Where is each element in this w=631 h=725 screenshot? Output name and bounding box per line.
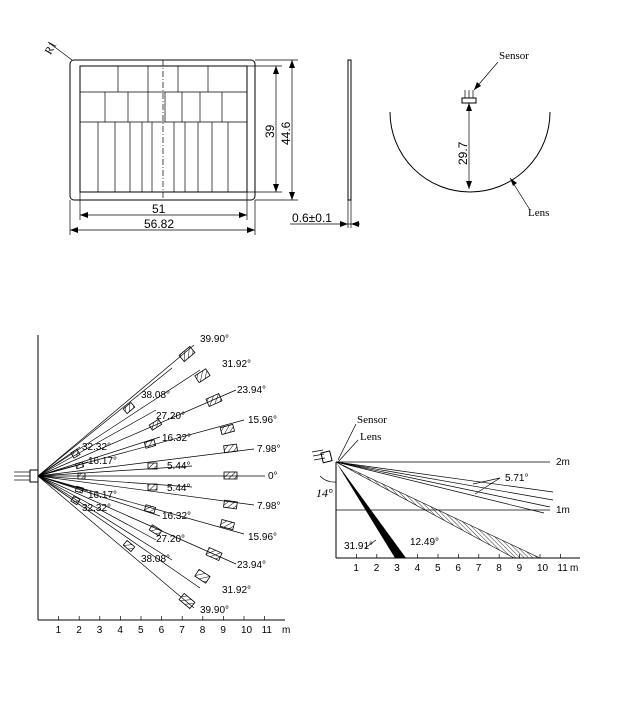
x-tick-label: 8 — [200, 625, 206, 636]
angle-label: 32.32° — [82, 442, 111, 453]
x-tick-label: 11 — [557, 563, 568, 574]
x-tick-label: 1 — [353, 563, 359, 574]
x-tick-label: 10 — [241, 625, 253, 636]
thickness-dimension: 0.6±0.1 — [292, 211, 332, 225]
x-tick-label: 11 — [262, 625, 273, 636]
x-tick-label: 6 — [455, 563, 461, 574]
side-sensor-label: Sensor — [357, 414, 387, 426]
angle-label: 32.32° — [82, 503, 111, 514]
angle-label: 39.90° — [200, 334, 229, 345]
angle-label: 38.08° — [141, 554, 170, 565]
width-outer-dimension: 56.82 — [144, 217, 174, 231]
mid-angle-label: 12.49° — [410, 537, 439, 548]
angle-label: 7.98° — [257, 501, 280, 512]
tilt-angle-label: 14° — [316, 486, 333, 500]
x-tick-label: 7 — [476, 563, 482, 574]
x-tick-label: 9 — [517, 563, 523, 574]
x-tick-label: 8 — [496, 563, 502, 574]
x-unit-label: m — [282, 625, 290, 636]
x-tick-label: 3 — [394, 563, 400, 574]
x-tick-label: 3 — [97, 625, 103, 636]
x-tick-label: 10 — [537, 563, 549, 574]
angle-label: 31.92° — [222, 359, 251, 370]
angle-label: 38.08° — [141, 390, 170, 401]
angle-label: 27.20° — [156, 411, 185, 422]
x-tick-label: 9 — [220, 625, 226, 636]
spread-angle-label: 5.71° — [505, 473, 528, 484]
angle-label: 16.32° — [162, 511, 191, 522]
angle-label: 7.98° — [257, 444, 280, 455]
lens-thickness-drawing: 0.6±0.1 — [290, 59, 360, 228]
sensor-label: Sensor — [499, 50, 529, 62]
x-tick-label: 2 — [76, 625, 82, 636]
x-tick-label: 5 — [138, 625, 144, 636]
side-lens-label: Lens — [360, 431, 381, 443]
near-angle-label: 31.91° — [344, 541, 373, 552]
angle-label: 15.96° — [248, 532, 277, 543]
angle-label: 39.90° — [200, 605, 229, 616]
angle-label: 31.92° — [222, 585, 251, 596]
angle-label: 5.44° — [167, 483, 190, 494]
x-tick-label: 7 — [179, 625, 185, 636]
focal-distance-dimension: 29.7 — [456, 141, 470, 165]
x-tick-label: 4 — [415, 563, 421, 574]
height-inner-dimension: 39 — [263, 124, 277, 138]
angle-label: 23.94° — [237, 385, 266, 396]
x-tick-label: 4 — [117, 625, 123, 636]
height-1m-label: 1m — [556, 505, 570, 516]
height-2m-label: 2m — [556, 457, 570, 468]
side-view-diagram: 14° Sensor Lens 2m 1m 5.71° 31.91° 12.49… — [311, 414, 580, 574]
lens-label: Lens — [528, 207, 549, 219]
sensor-lens-drawing: 29.7 Sensor Lens — [389, 50, 551, 219]
lens-front-drawing: R1 51 56.82 39 44.6 — [43, 40, 298, 235]
x-tick-label: 5 — [435, 563, 441, 574]
x-tick-label: 2 — [374, 563, 380, 574]
side-x-unit-label: m — [570, 563, 578, 574]
radius-label: R1 — [43, 40, 60, 57]
angle-label: 27.20° — [156, 534, 185, 545]
angle-label-center: 0° — [268, 471, 278, 482]
angle-label: 16.17° — [88, 490, 117, 501]
height-outer-dimension: 44.6 — [279, 121, 293, 145]
angle-label: 16.32° — [162, 433, 191, 444]
angle-label: 15.96° — [248, 415, 277, 426]
width-inner-dimension: 51 — [152, 202, 166, 216]
x-tick-label: 1 — [56, 625, 62, 636]
top-view-diagram: 39.90° 31.92° 38.08° 23.94° 27.20° 15.96… — [14, 334, 290, 636]
angle-label: 16.17° — [88, 456, 117, 467]
angle-label: 5.44° — [167, 461, 190, 472]
x-tick-label: 6 — [159, 625, 165, 636]
angle-label: 23.94° — [237, 560, 266, 571]
